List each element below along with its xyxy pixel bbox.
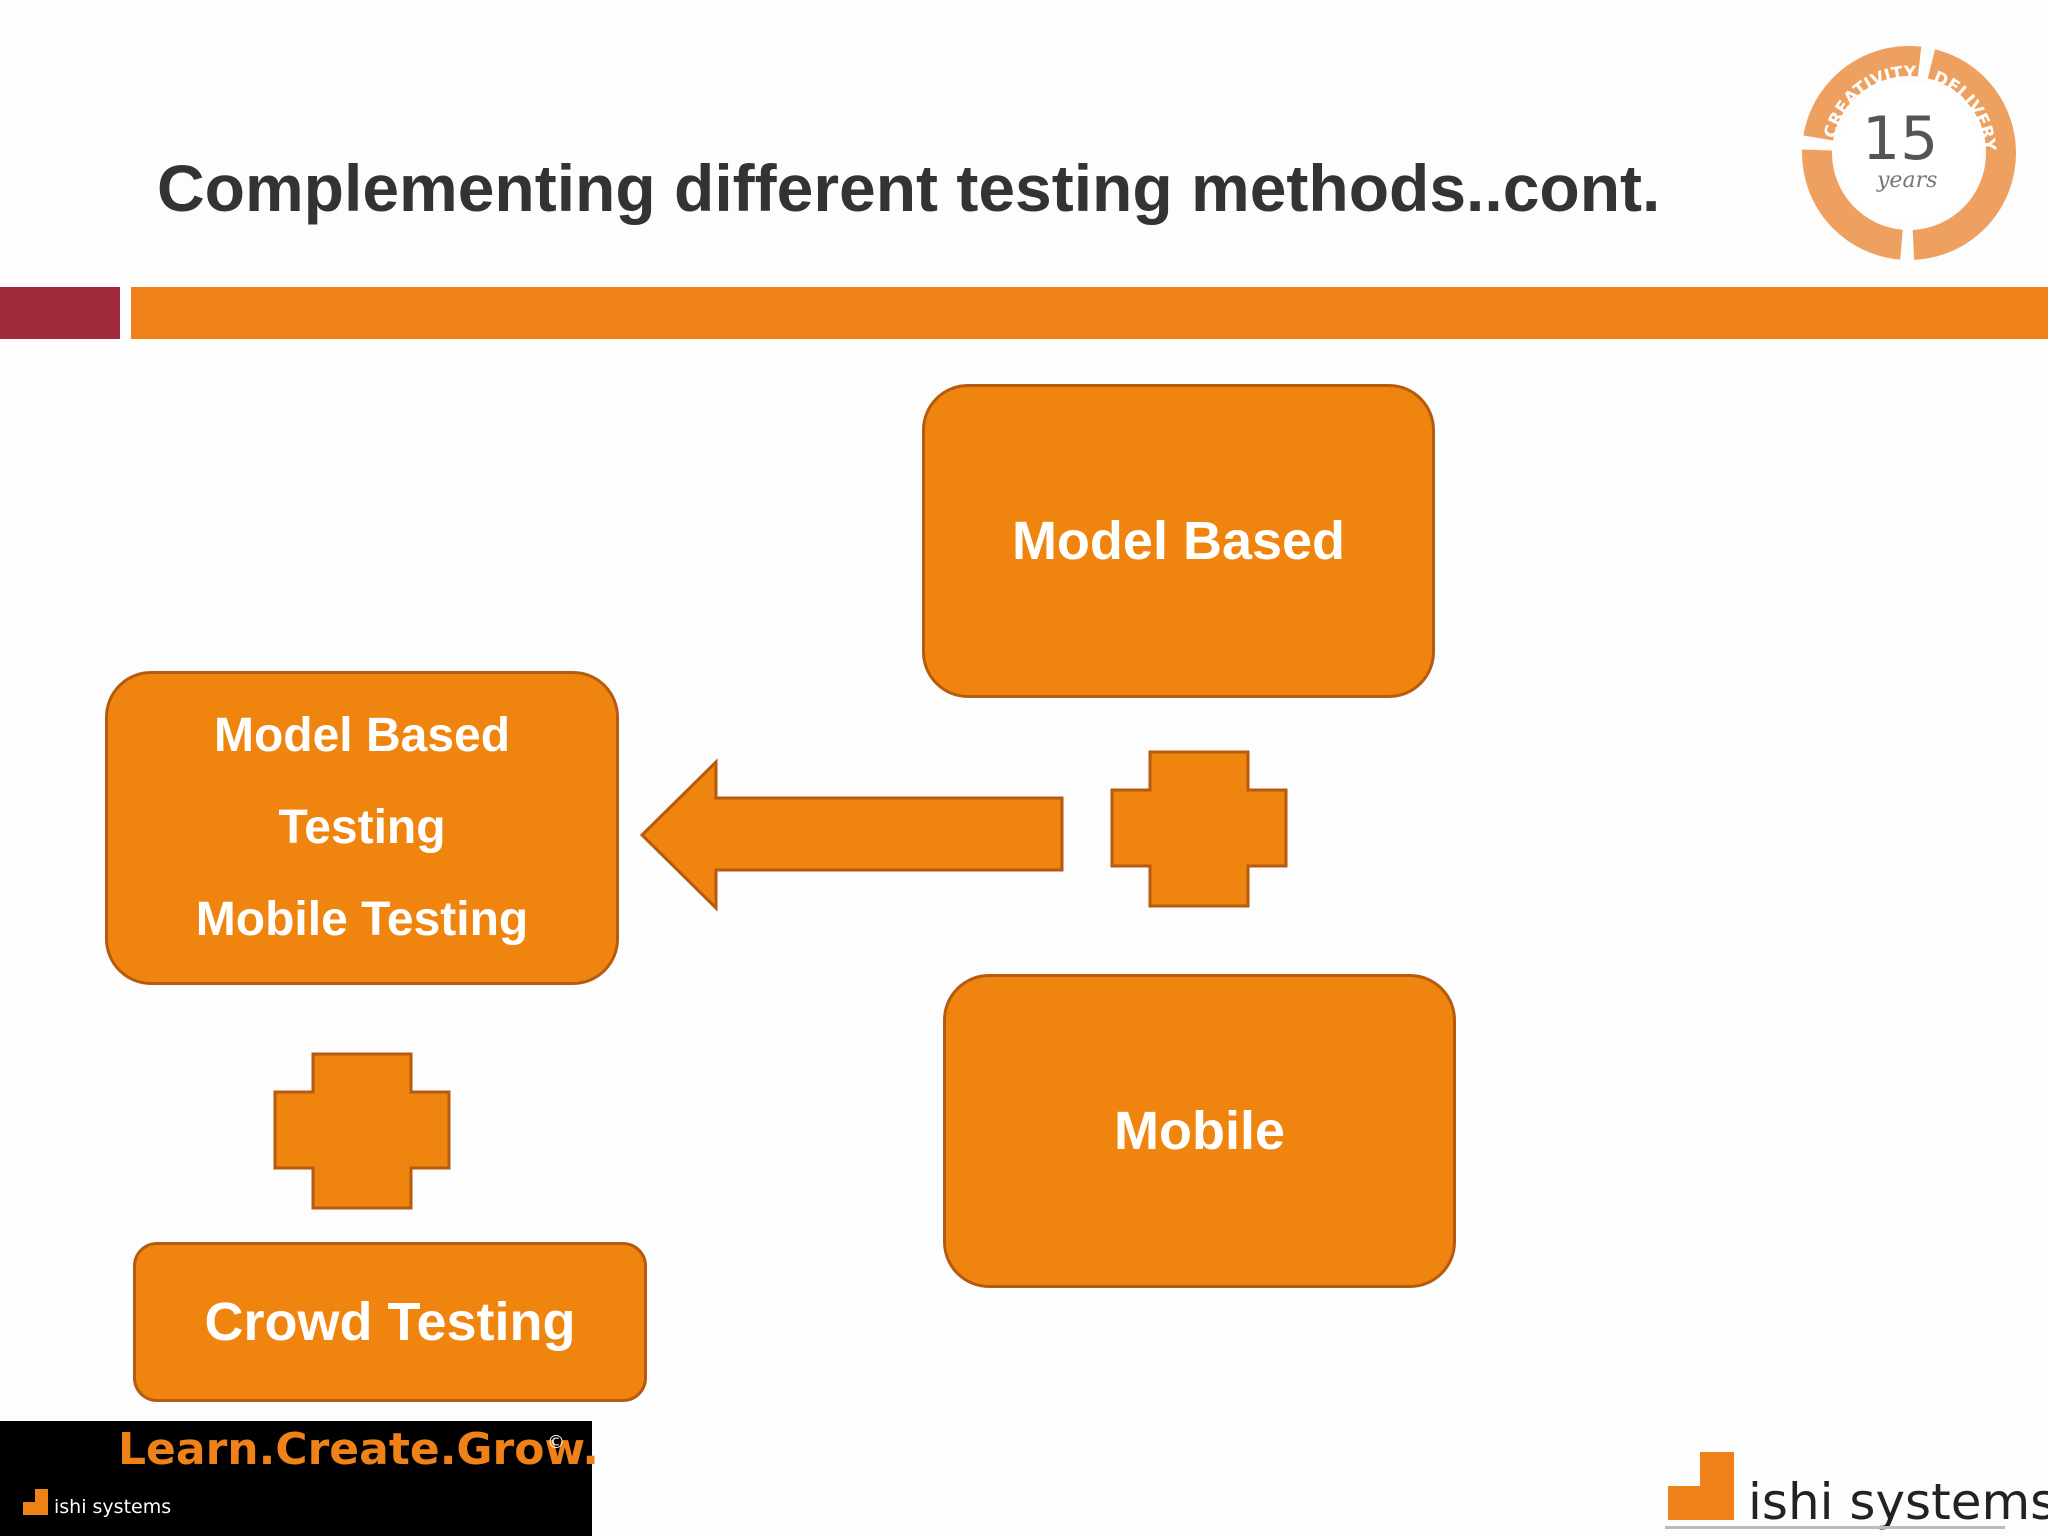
plus-icon <box>1110 750 1288 908</box>
ishi-small-logo-icon <box>23 1489 48 1515</box>
brand-name: ishi systems <box>1748 1473 2048 1531</box>
footer-tagline: Learn.Create.Grow. <box>118 1424 600 1475</box>
footer-small-logo-text: ishi systems <box>54 1496 172 1518</box>
crowd-testing-box: Crowd Testing <box>133 1242 647 1402</box>
header-bar-red <box>0 287 120 339</box>
badge-years-label: years <box>1877 168 1938 193</box>
result-box: Model Based Testing Mobile Testing <box>105 671 619 985</box>
crowd-testing-label: Crowd Testing <box>204 1292 576 1352</box>
footer-banner <box>0 1421 592 1536</box>
ishi-logo-icon <box>1668 1452 1734 1520</box>
mobile-label: Mobile <box>1114 1101 1285 1161</box>
slide-title: Complementing different testing methods.… <box>157 151 1661 225</box>
badge-number: 15 <box>1862 104 1939 174</box>
result-line-3: Mobile Testing <box>195 893 529 946</box>
model-based-box: Model Based <box>922 384 1435 698</box>
anniversary-badge-icon: CREATIVITY DELIVERY QUALITY <box>1802 46 2016 260</box>
model-based-label: Model Based <box>1011 511 1346 571</box>
header-bar-orange <box>131 287 2048 339</box>
mobile-box: Mobile <box>943 974 1456 1288</box>
plus-icon <box>273 1052 451 1210</box>
arrow-left-icon <box>639 758 1064 912</box>
result-line-1: Model Based <box>213 709 511 762</box>
footer-copyright: © <box>547 1432 565 1453</box>
result-line-2: Testing <box>278 801 446 854</box>
brand-underline <box>1665 1526 2005 1529</box>
